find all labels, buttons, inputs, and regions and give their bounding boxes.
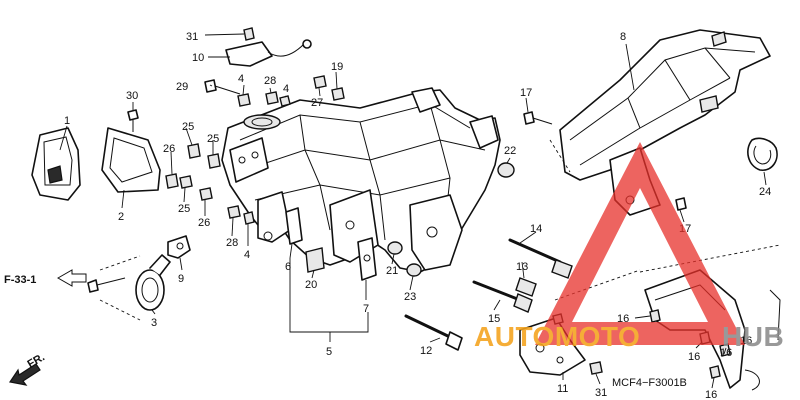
- part-bolt-12: [404, 314, 463, 351]
- part-collar-20: [305, 247, 325, 273]
- part-horn-bolt: [87, 277, 126, 293]
- callout-17-a: 17: [520, 87, 532, 99]
- part-side-cover-left: [31, 127, 81, 201]
- callout-6: 6: [285, 261, 291, 273]
- callout-27: 27: [311, 97, 323, 109]
- part-nut-28-top: [265, 91, 279, 105]
- callout-15: 15: [488, 313, 500, 325]
- part-sensor-bracket: [225, 27, 312, 67]
- callout-13: 13: [516, 261, 528, 273]
- part-collar-21: [387, 241, 403, 255]
- part-collar-23: [406, 263, 422, 277]
- leader-lines: [59, 33, 781, 389]
- part-horn-bracket: [167, 235, 191, 259]
- part-nut-27: [313, 75, 327, 89]
- part-bolt-15: [472, 280, 533, 313]
- callout-3: 3: [151, 317, 157, 329]
- part-bolt-14: [508, 238, 573, 279]
- watermark-logo: AUTOMOTO HUB: [474, 142, 784, 352]
- watermark-text-primary: AUTOMOTO: [474, 321, 640, 352]
- part-bolt-17-lower: [675, 197, 687, 211]
- part-nut-4-right: [279, 95, 291, 107]
- callout-30: 30: [126, 90, 138, 102]
- callout-31-bottom: 31: [595, 387, 607, 399]
- callout-5: 5: [326, 346, 332, 358]
- callout-12: 12: [420, 345, 432, 357]
- callout-22: 22: [504, 145, 516, 157]
- part-band-clamp: [747, 137, 778, 171]
- callout-7: 7: [363, 303, 369, 315]
- callout-11: 11: [557, 383, 568, 395]
- callout-16-d: 16: [705, 389, 717, 400]
- part-nuts-lower-left: [227, 205, 255, 225]
- callout-2: 2: [118, 211, 124, 223]
- callout-20: 20: [305, 279, 317, 291]
- callout-23: 23: [404, 291, 416, 303]
- callout-28-top: 28: [264, 75, 276, 87]
- part-grommets: [165, 143, 221, 201]
- drawing-code: MCF4−F3001B: [612, 377, 687, 389]
- callout-4-right: 4: [283, 83, 289, 95]
- part-collar-13: [515, 277, 537, 297]
- callout-29: 29: [176, 81, 188, 93]
- callout-4-lower: 4: [244, 249, 250, 261]
- callout-labels: 1 2 3 4 4 4 5 6 7 8 9 10 11 12 13 14 15 …: [64, 31, 771, 400]
- callout-31-top: 31: [186, 31, 198, 43]
- part-bolt-29: [204, 79, 241, 95]
- front-arrow-icon: [8, 363, 41, 386]
- part-collar-22: [497, 162, 515, 178]
- callout-9: 9: [178, 273, 184, 285]
- front-label: FR.: [26, 351, 47, 370]
- callout-24: 24: [759, 186, 771, 198]
- callout-14: 14: [530, 223, 542, 235]
- callout-8: 8: [620, 31, 626, 43]
- part-engine-hanger-right: [357, 237, 377, 281]
- part-nut-19: [331, 87, 345, 101]
- part-horn: [135, 254, 171, 311]
- callout-26-b: 26: [198, 217, 210, 229]
- callout-26-a: 26: [163, 143, 175, 155]
- part-nut-4-top: [237, 93, 251, 107]
- part-engine-hanger-left: [285, 207, 303, 245]
- callout-25-a: 25: [182, 121, 194, 133]
- reference-label: F-33-1: [4, 274, 36, 286]
- callout-25-c: 25: [178, 203, 190, 215]
- callout-10: 10: [192, 52, 204, 64]
- watermark-text-secondary: HUB: [722, 321, 784, 352]
- watermark-triangle-icon: [535, 142, 745, 345]
- part-side-panel: [101, 127, 161, 193]
- callout-21: 21: [386, 265, 398, 277]
- callout-16-b: 16: [688, 351, 700, 363]
- callout-19: 19: [331, 61, 343, 73]
- callout-16-c: 16: [720, 347, 732, 359]
- callout-25-b: 25: [207, 133, 219, 145]
- reference-arrow-icon: [56, 269, 87, 287]
- part-bolt-17-upper: [523, 111, 553, 125]
- part-bolt-30: [127, 109, 139, 132]
- callout-4-top: 4: [238, 73, 244, 85]
- callout-28-lower: 28: [226, 237, 238, 249]
- part-rear-subframe: [559, 29, 771, 216]
- callout-1: 1: [64, 115, 70, 127]
